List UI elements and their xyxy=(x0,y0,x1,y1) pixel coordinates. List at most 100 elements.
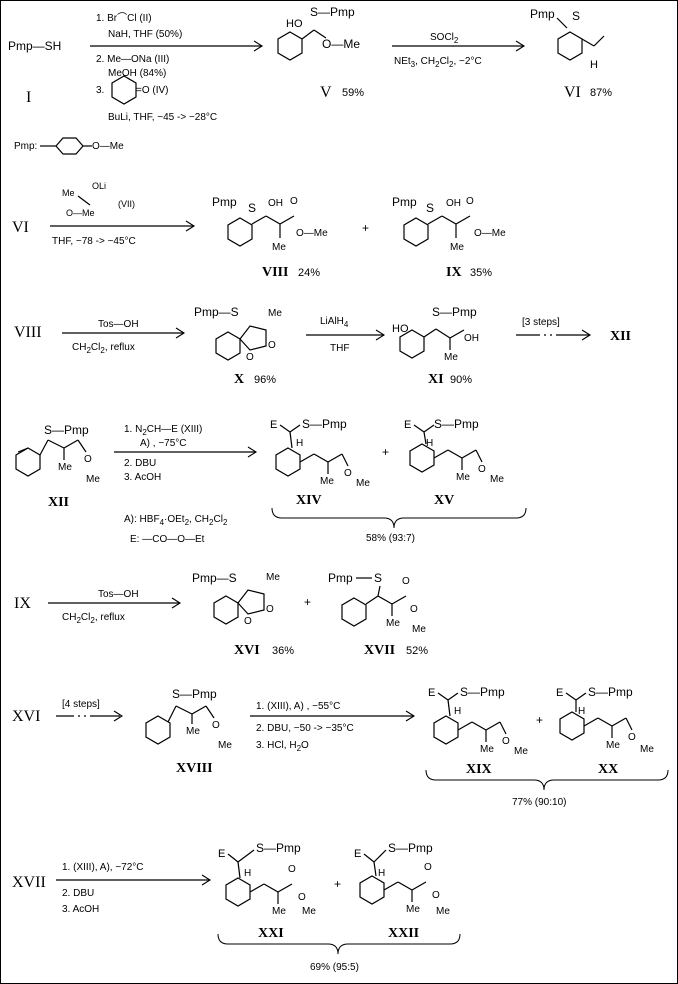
XXII-o2: O xyxy=(432,890,440,901)
XXI-me: Me xyxy=(272,906,286,917)
s7-plus: + xyxy=(334,877,341,891)
XI-ho: HO xyxy=(392,323,409,335)
s6-label-XVI: XVI xyxy=(12,708,40,725)
label-I: I xyxy=(26,89,31,106)
XIX-e: E xyxy=(428,687,435,699)
IX-OMe: O—Me xyxy=(474,228,506,239)
XXII-spmp: S—Pmp xyxy=(388,841,433,855)
XVI-me: Me xyxy=(266,572,280,583)
label-VIII: VIII xyxy=(262,265,288,280)
yield-XVII: 52% xyxy=(406,645,428,657)
cond-2: NaH, THF (50%) xyxy=(108,29,182,40)
V-top: S—Pmp xyxy=(310,5,355,19)
cond-6: BuLi, THF, −45 -> −28°C xyxy=(108,112,217,123)
s3-label-VIII: VIII xyxy=(14,324,42,341)
VI-S: S xyxy=(572,9,580,23)
s2-label-VI: VI xyxy=(12,219,29,236)
yield-XVI: 36% xyxy=(272,645,294,657)
scheme-1: Pmp—SH I 1. Br⌒Cl (II) NaH, THF (50%) 2.… xyxy=(8,5,612,155)
XXII-e: E xyxy=(354,848,361,860)
pmp-def-ome: O—Me xyxy=(92,141,124,152)
XX-me: Me xyxy=(606,740,620,751)
s6-c1: 1. (XIII), A) , −55°C xyxy=(256,701,340,712)
s4-c3: 2. DBU xyxy=(124,458,156,469)
XX-me2: Me xyxy=(640,744,654,755)
s7-c3: 3. AcOH xyxy=(62,904,99,915)
s2-ome: O—Me xyxy=(66,208,95,218)
X-lactone xyxy=(239,325,267,351)
s6-c2: 2. DBU, −50 -> −35°C xyxy=(256,723,354,734)
s3-tos: Tos—OH xyxy=(98,319,139,330)
s3-cond: CH2Cl2, reflux xyxy=(72,342,135,355)
XIV-me: Me xyxy=(320,476,334,487)
s3-thf: THF xyxy=(330,343,349,354)
yield-IX: 35% xyxy=(470,267,492,279)
IX-pmp: Pmp xyxy=(392,195,417,209)
XVII-pmp: Pmp xyxy=(328,571,353,585)
yield-XI: 90% xyxy=(450,374,472,386)
s3-label-XII: XII xyxy=(610,329,631,344)
label-XIV: XIV xyxy=(296,493,322,508)
XXII-me2: Me xyxy=(436,906,450,917)
scheme-2: VI Me OLi O—Me (VII) THF, −78 -> −45°C P… xyxy=(12,181,506,280)
XVII-me: Me xyxy=(386,618,400,629)
yield-V: 59% xyxy=(342,87,364,99)
socl2: SOCl2 xyxy=(430,32,459,45)
label-V: V xyxy=(320,84,332,101)
s6-plus: + xyxy=(536,713,543,727)
XIX-spmp: S—Pmp xyxy=(460,685,505,699)
XV-o: O xyxy=(478,464,486,475)
s3-lialh4: LiAlH4 xyxy=(320,316,349,329)
yield-VI: 87% xyxy=(590,87,612,99)
XI-me: Me xyxy=(444,352,458,363)
scheme-3: VIII Tos—OH CH2Cl2, reflux Pmp—S Me O O … xyxy=(14,305,631,387)
XV-spmp: S—Pmp xyxy=(434,417,479,431)
XXII-h: H xyxy=(378,868,385,879)
XVIII-o: O xyxy=(212,720,220,731)
XVIII-me2: Me xyxy=(218,740,232,751)
XI-oh: OH xyxy=(464,333,479,344)
X-me: Me xyxy=(268,308,282,319)
cond-1: 1. Br⌒Cl (II) xyxy=(96,12,152,24)
XIV-h: H xyxy=(296,438,303,449)
s5-plus: + xyxy=(304,595,311,609)
XXI-o: O xyxy=(288,864,296,875)
VIII-S: S xyxy=(248,201,256,215)
label-XXII: XXII xyxy=(388,926,419,941)
scheme-4: S—Pmp Me O Me XII 1. N2CH—E (XIII) A) , … xyxy=(15,417,527,545)
XXI-spmp: S—Pmp xyxy=(256,841,301,855)
s4-c4: 3. AcOH xyxy=(124,472,161,483)
label-XXI: XXI xyxy=(258,926,284,941)
XVIII-me: Me xyxy=(186,726,200,737)
XIX-me2: Me xyxy=(514,746,528,757)
XV-e: E xyxy=(404,419,411,431)
XVII-me2: Me xyxy=(412,624,426,635)
s4-c2: A) , −75°C xyxy=(140,438,187,449)
XXI-e: E xyxy=(218,848,225,860)
XVIII-spmp: S—Pmp xyxy=(172,687,217,701)
VIII-pmp: Pmp xyxy=(212,195,237,209)
label-VI: VI xyxy=(564,84,581,101)
s6-yield: 77% (90:10) xyxy=(512,797,566,808)
reagent-I: Pmp—SH xyxy=(8,39,61,53)
s2-VII: (VII) xyxy=(118,199,135,209)
XIX-h: H xyxy=(454,706,461,717)
label-XII: XII xyxy=(48,495,69,510)
XXII-me: Me xyxy=(406,904,420,915)
VIII-OH: OH xyxy=(268,198,283,209)
label-X: X xyxy=(234,372,244,387)
XVI-o: O xyxy=(266,604,274,615)
VI-pmp: Pmp xyxy=(530,7,555,21)
XV-me: Me xyxy=(456,472,470,483)
VI-H: H xyxy=(590,59,598,71)
XVII-o2: O xyxy=(410,604,418,615)
arrow-1-head xyxy=(253,40,264,52)
label-XI: XI xyxy=(428,372,444,387)
yield-X: 96% xyxy=(254,374,276,386)
XXII-o: O xyxy=(424,862,432,873)
X-o: O xyxy=(268,340,276,351)
s5-tos: Tos—OH xyxy=(98,589,139,600)
net3-cond: NEt3, CH2Cl2, −2°C xyxy=(394,56,482,69)
s4-brace xyxy=(271,507,527,529)
XV-h: H xyxy=(426,438,433,449)
